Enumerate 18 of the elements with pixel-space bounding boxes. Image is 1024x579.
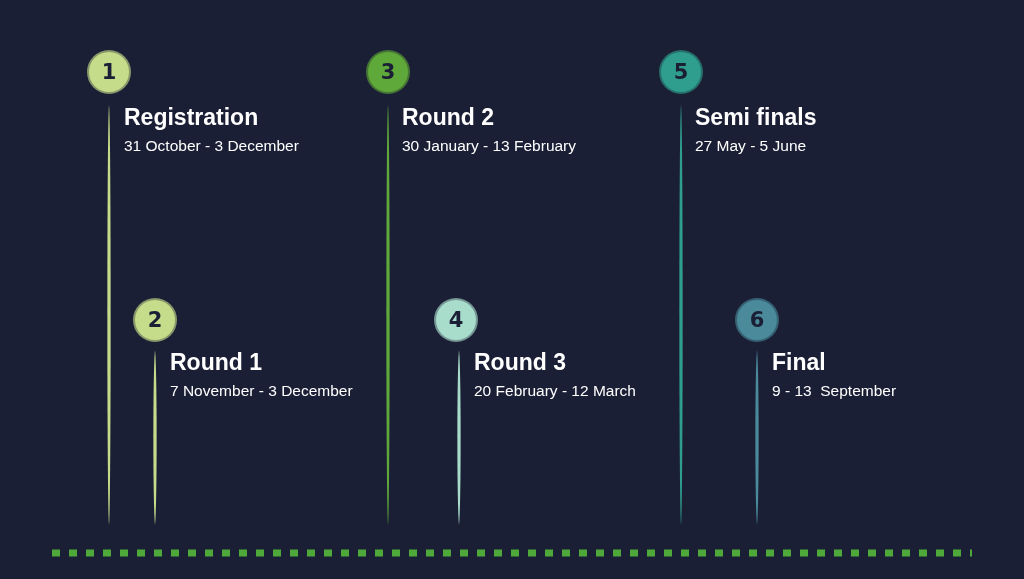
step-number-circle: 6 [735, 298, 779, 342]
step-number-circle: 5 [659, 50, 703, 94]
milestone-title: Final [772, 349, 826, 375]
date-range: 9 - 13 September [772, 382, 897, 400]
date-range: 7 November - 3 December [170, 382, 353, 400]
date-range: 31 October - 3 December [124, 137, 299, 155]
milestone-title: Round 2 [402, 104, 494, 130]
date-range: 30 January - 13 February [402, 137, 577, 155]
milestone-title: Round 1 [170, 349, 262, 375]
step-number-circle: 2 [133, 298, 177, 342]
step-number-circle: 3 [366, 50, 410, 94]
step-number-circle: 4 [434, 298, 478, 342]
milestone-title: Registration [124, 104, 259, 130]
milestone-title: Round 3 [474, 349, 566, 375]
date-range: 20 February - 12 March [474, 382, 636, 400]
date-range: 27 May - 5 June [695, 137, 807, 155]
step-number-circle: 1 [87, 50, 131, 94]
milestone-title: Semi finals [695, 104, 817, 130]
